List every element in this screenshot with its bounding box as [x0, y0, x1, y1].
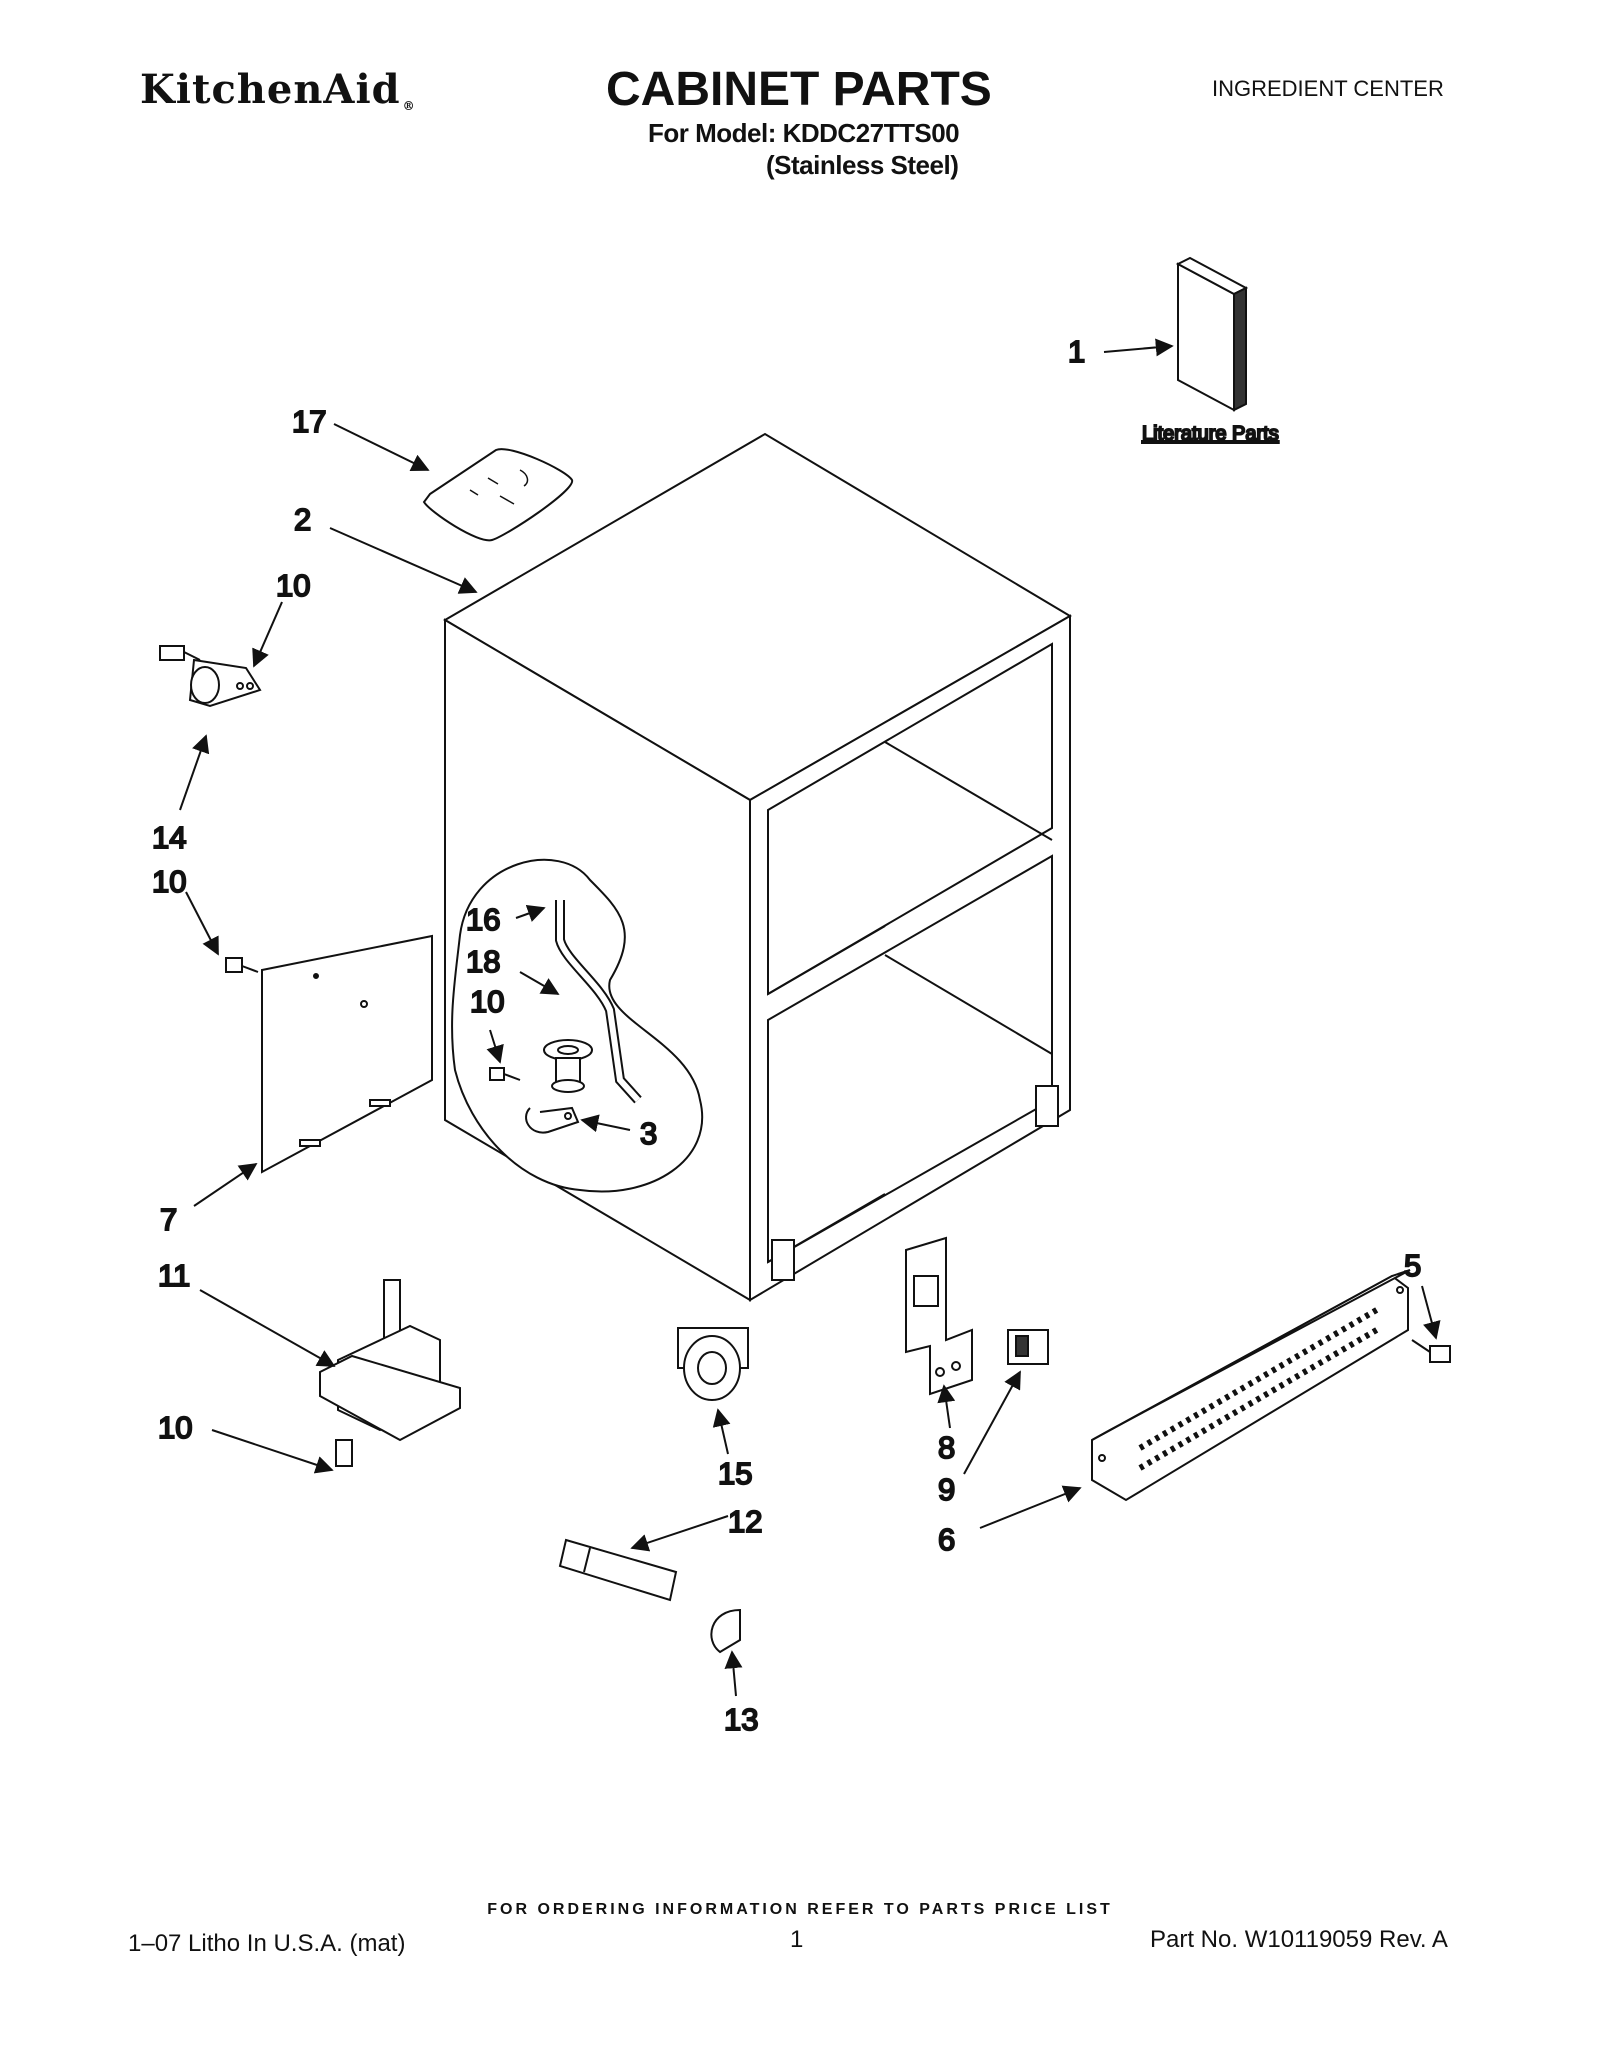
callout-1: 1	[1068, 334, 1085, 369]
ordering-note: FOR ORDERING INFORMATION REFER TO PARTS …	[487, 1901, 1113, 1918]
caster-wheel	[677, 1327, 749, 1401]
grommet	[543, 1039, 593, 1093]
filter-bag	[422, 448, 573, 542]
model-line: For Model: KDDC27TTS00	[648, 118, 960, 148]
panel-screw	[225, 957, 259, 973]
literature-booklet	[1175, 256, 1249, 412]
litho-info: 1–07 Litho In U.S.A. (mat)	[128, 1930, 406, 1957]
registered-mark: ®	[402, 99, 416, 113]
e-clip	[710, 1608, 741, 1654]
callout-15: 15	[718, 1456, 752, 1491]
callout-16: 16	[466, 902, 500, 937]
callout-13: 13	[724, 1702, 758, 1737]
callout-8: 8	[938, 1430, 955, 1465]
callout-11: 11	[158, 1258, 190, 1293]
page-number: 1	[790, 1926, 804, 1953]
callout-7: 7	[160, 1202, 177, 1237]
callout-10-inner: 10	[470, 984, 504, 1019]
callout-5: 5	[1404, 1248, 1421, 1283]
leader-lines	[179, 338, 1441, 1697]
page-title: CABINET PARTS	[606, 63, 992, 116]
callout-10-hinge: 10	[276, 568, 310, 603]
brand-logo: KitchenAid®	[140, 66, 416, 113]
callout-3: 3	[640, 1116, 657, 1151]
callout-10-panel: 10	[152, 864, 186, 899]
callout-17: 17	[292, 404, 326, 439]
bracket	[905, 1236, 973, 1396]
clamp	[525, 1106, 580, 1134]
section-label: INGREDIENT CENTER	[1212, 76, 1444, 101]
axle-pin	[558, 1538, 678, 1602]
callout-14: 14	[152, 820, 186, 855]
callout-12: 12	[728, 1504, 762, 1539]
toe-kick-grille	[1091, 1269, 1411, 1502]
hinge-bracket	[159, 645, 262, 708]
literature-parts-label: Literature Parts	[1142, 423, 1279, 445]
switch	[1007, 1329, 1049, 1365]
screw-inner	[489, 1067, 521, 1081]
rear-panel	[261, 934, 433, 1174]
callout-2: 2	[294, 502, 311, 537]
leg-screw	[335, 1439, 353, 1467]
callout-9: 9	[938, 1472, 955, 1507]
variant-line: (Stainless Steel)	[766, 150, 959, 180]
cutaway-outline	[451, 858, 703, 1193]
grille-screw	[1411, 1339, 1451, 1363]
leveling-leg	[319, 1279, 461, 1442]
brand-name: KitchenAid	[140, 66, 401, 113]
part-number: Part No. W10119059 Rev. A	[1150, 1926, 1448, 1953]
callout-6: 6	[938, 1522, 955, 1557]
callout-18: 18	[466, 944, 500, 979]
callout-10-leg: 10	[158, 1410, 192, 1445]
